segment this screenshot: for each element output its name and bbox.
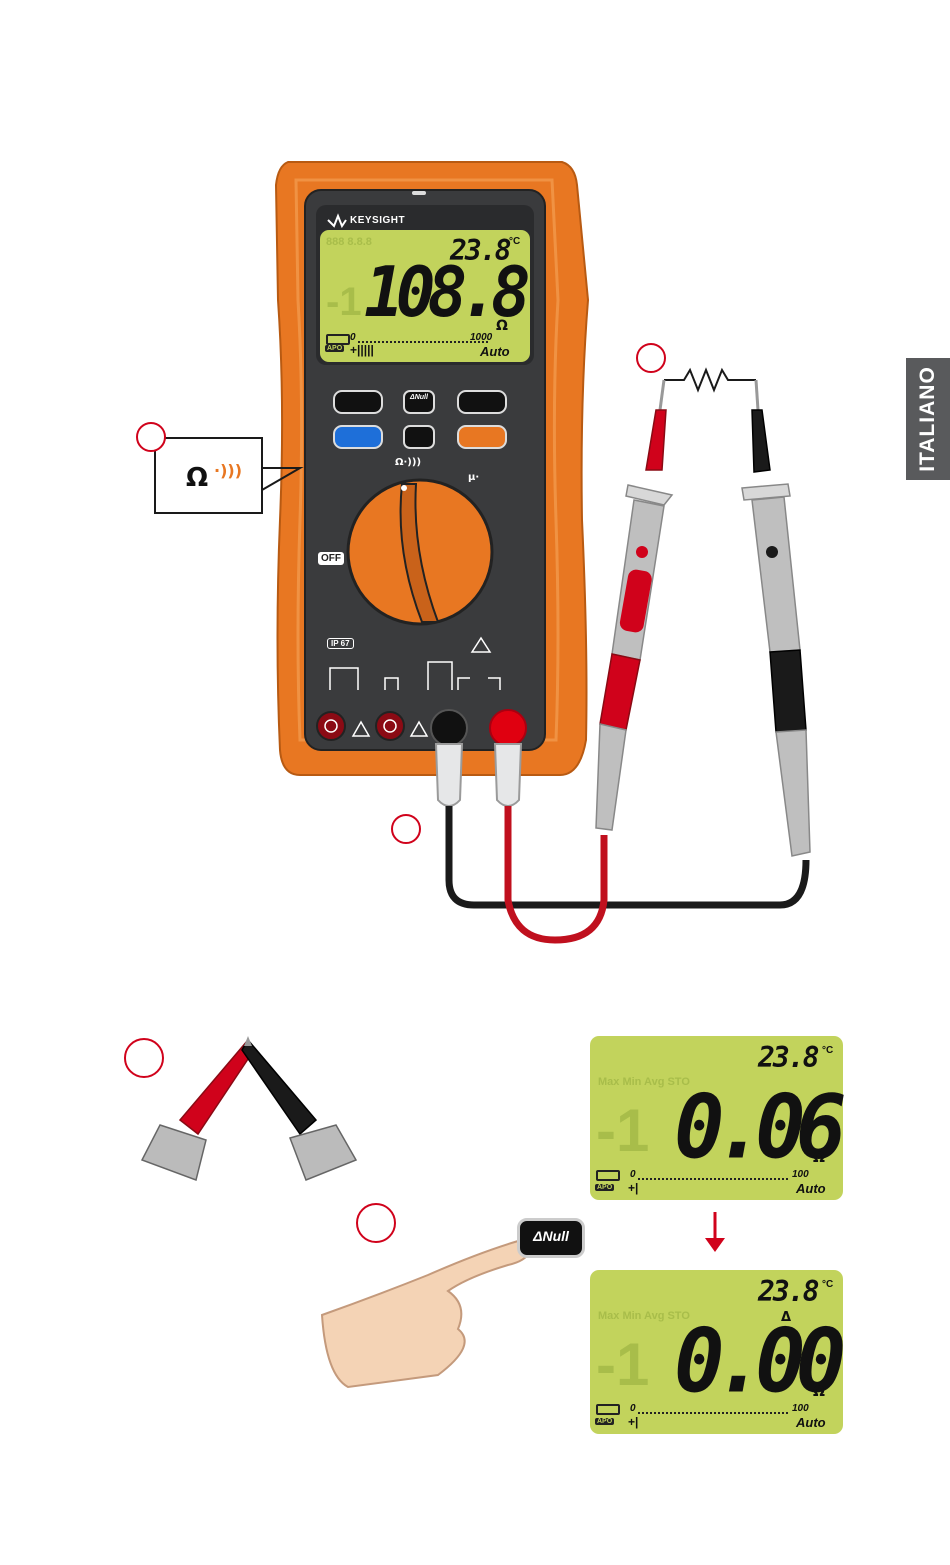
meter-scale-max: 1000 [470, 332, 492, 343]
blue-shift-key[interactable] [334, 426, 382, 448]
backlight-key[interactable] [404, 426, 434, 448]
red-probe [596, 380, 672, 830]
before-scale-max: 100 [792, 1169, 809, 1180]
ip-rating-label: IP 67 [327, 638, 354, 649]
meter-unit: Ω [496, 318, 508, 334]
before-scale-min: 0 [630, 1169, 636, 1180]
black-probe [742, 380, 810, 856]
before-range-mode: Auto [796, 1181, 826, 1196]
step-circle-2 [636, 343, 666, 373]
before-secondary-unit: °C [822, 1045, 833, 1056]
multimeter-illustration [0, 0, 950, 1000]
before-unit: Ω [813, 1150, 825, 1166]
after-range-mode: Auto [796, 1415, 826, 1430]
battery-icon [596, 1404, 620, 1415]
dial-off-label: OFF [318, 552, 344, 565]
finger-icon [322, 1241, 530, 1387]
before-secondary-value: 23.8 [758, 1041, 817, 1074]
after-apo: APO [595, 1418, 614, 1425]
step-circle-3 [391, 814, 421, 844]
right-arrow-key[interactable] [458, 391, 506, 413]
meter-secondary-unit: °C [509, 236, 520, 247]
continuity-icon: ·))) [214, 461, 242, 480]
dial-micro-label: μ· [468, 472, 479, 483]
com-jack-plug[interactable] [431, 710, 467, 746]
meter-lcd: 888 8.8.8 -1 23.8 °C 108.8 Ω 0 1000 APO … [320, 230, 530, 362]
meter-null-key-label: ΔNull [405, 394, 433, 410]
after-primary-value: 0.00 [674, 1310, 836, 1413]
null-button[interactable]: ΔNull [517, 1218, 585, 1258]
dial-ohm-label: Ω·))) [395, 457, 421, 468]
meter-range-mode: Auto [480, 344, 510, 359]
meter-apo: APO [325, 345, 344, 352]
finger-pressing-illustration [318, 1225, 538, 1395]
ohm-jack-plug[interactable] [490, 710, 526, 746]
down-arrow-icon [700, 1210, 730, 1256]
jack-a[interactable] [317, 712, 345, 740]
after-scale-min: 0 [630, 1403, 636, 1414]
battery-icon [326, 334, 350, 345]
orange-function-key[interactable] [458, 426, 506, 448]
after-secondary-value: 23.8 [758, 1275, 817, 1308]
after-scale-max: 100 [792, 1403, 809, 1414]
jack-ua[interactable] [376, 712, 404, 740]
step-circle-1 [136, 422, 166, 452]
ohm-symbol: Ω [186, 463, 208, 493]
resistor-symbol [664, 370, 756, 390]
meter-brand: KEYSIGHT [350, 215, 405, 226]
meter-scale-min: 0 [350, 332, 356, 343]
black-cable [449, 806, 806, 905]
after-unit: Ω [813, 1384, 825, 1400]
before-primary-value: 0.06 [674, 1076, 836, 1179]
lcd-before-null: Max Min Avg STO -1 23.8 °C 0.06 Ω 0 100 … [590, 1036, 843, 1200]
battery-icon [596, 1170, 620, 1181]
left-arrow-key[interactable] [334, 391, 382, 413]
before-apo: APO [595, 1184, 614, 1191]
lcd-after-null: Max Min Avg STO -1 23.8 °C Δ 0.00 Ω 0 10… [590, 1270, 843, 1434]
red-cable [508, 806, 604, 940]
after-secondary-unit: °C [822, 1279, 833, 1290]
shorted-probes-illustration [120, 1030, 380, 1190]
continuity-callout: Ω ·))) [154, 437, 263, 514]
